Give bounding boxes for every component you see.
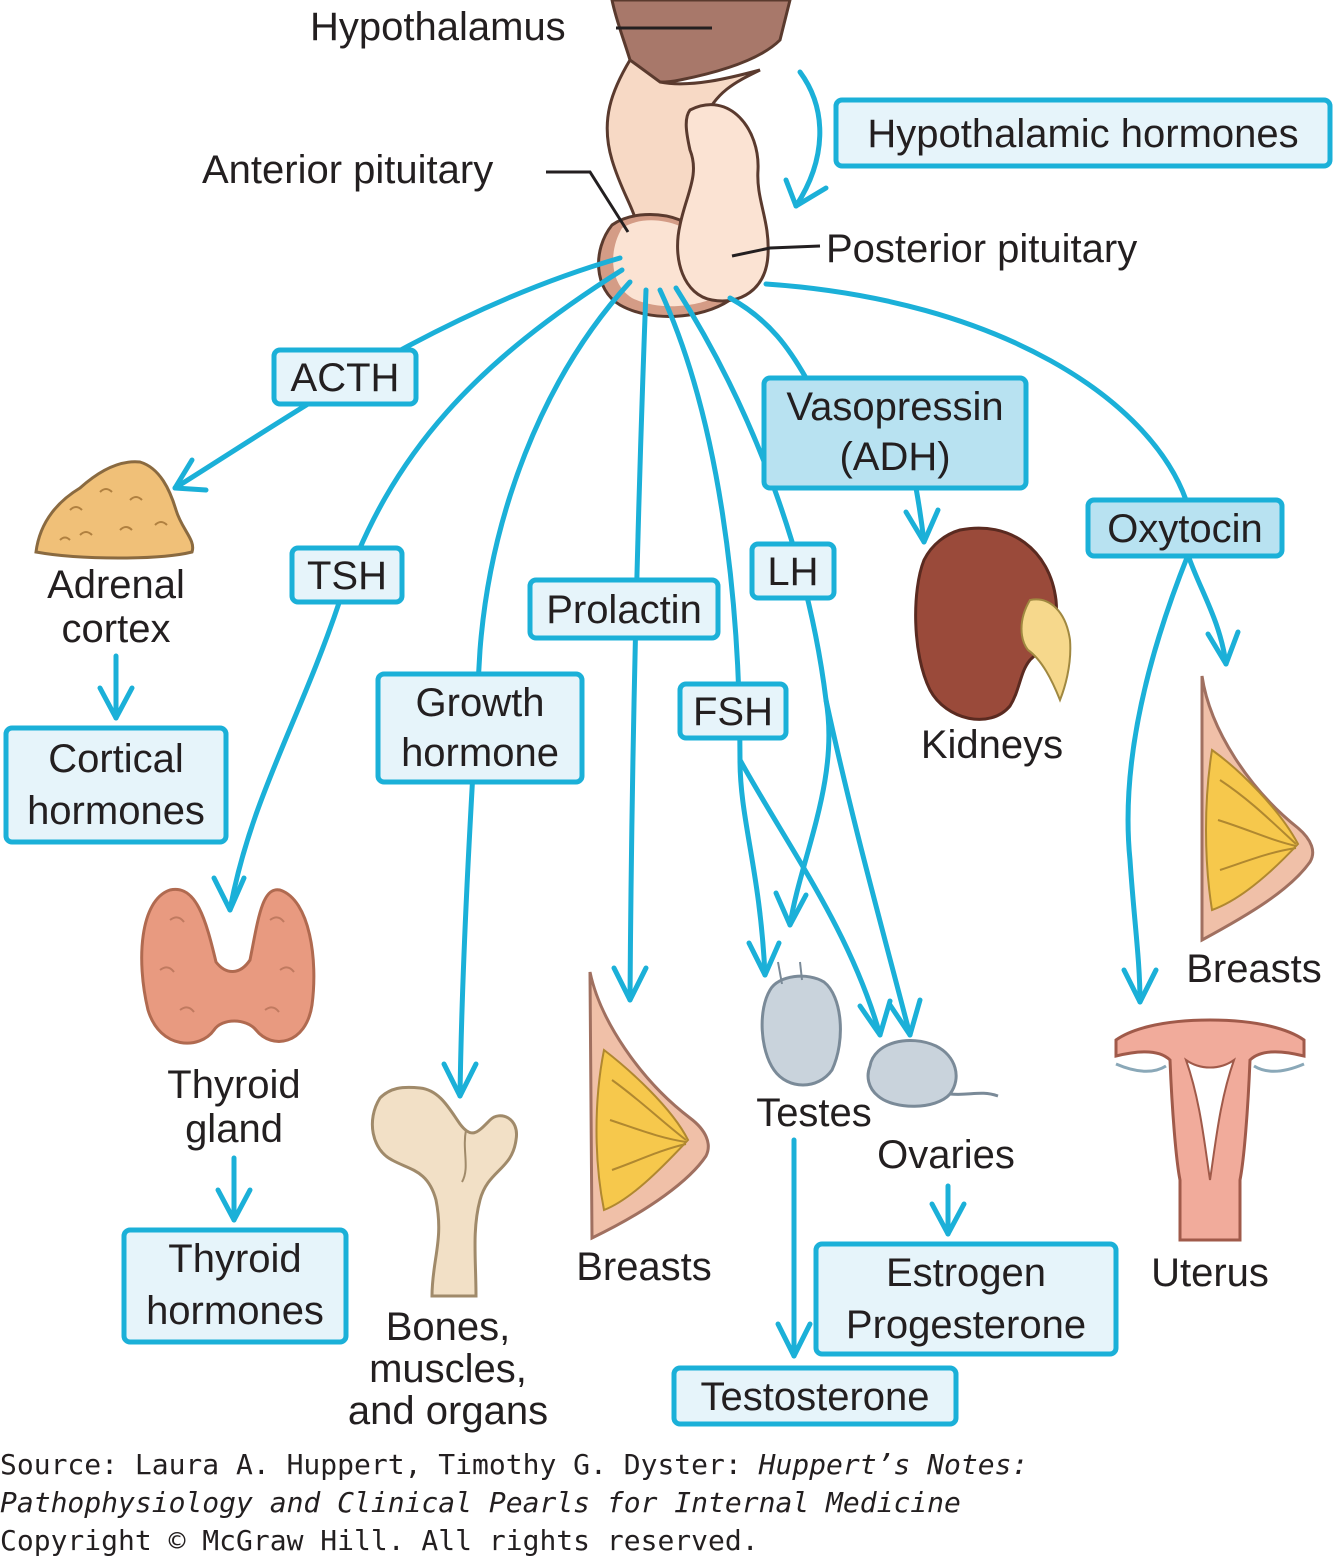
growth-hormone-box: Growth hormone	[375, 671, 585, 785]
growth-hormone-arrow	[457, 279, 633, 1099]
thyroid-illustration	[140, 887, 316, 1045]
pituitary-illustration	[597, 0, 792, 318]
oxytocin-uterus-arrow	[1125, 552, 1191, 1005]
posterior-pituitary-shape	[676, 103, 770, 303]
growth-hormone-arrowhead	[441, 1061, 479, 1099]
cortical-label-1: Cortical	[48, 737, 184, 781]
prolactin-label: Prolactin	[546, 588, 702, 632]
fsh-box: FSH	[677, 681, 789, 741]
thyroid-hormones-arrowhead	[215, 1187, 253, 1223]
thyroid-label-2: gland	[185, 1107, 283, 1151]
acth-label: ACTH	[291, 356, 400, 400]
adrenal-label-2: cortex	[62, 607, 171, 651]
hypothalamic-hormones-arrow	[793, 69, 823, 209]
hypothalamic-hormones-label: Hypothalamic hormones	[867, 112, 1298, 156]
growth-hormone-label-1: Growth	[416, 681, 545, 725]
lh-ovaries-arrow	[823, 697, 913, 1038]
testes-label: Testes	[756, 1091, 872, 1135]
vasopressin-kidney-arrowhead	[903, 507, 941, 545]
bones-label-2: muscles,	[369, 1347, 527, 1391]
estrogen-box: Estrogen Progesterone	[813, 1241, 1119, 1357]
hypothalamus-label: Hypothalamus	[310, 5, 566, 49]
hypothalamic-hormones-arrowhead	[783, 177, 829, 209]
adrenal-label-1: Adrenal	[47, 563, 185, 607]
posterior-pituitary-leader	[731, 244, 821, 258]
estrogen-arrowhead	[929, 1201, 967, 1237]
thyroid-label-1: Thyroid	[167, 1063, 300, 1107]
prolactin-arrowhead	[611, 965, 649, 1003]
growth-hormone-label-2: hormone	[401, 731, 559, 775]
prolactin-box: Prolactin	[527, 577, 721, 641]
uterus-illustration	[1114, 1018, 1306, 1242]
oxytocin-breast-arrowhead	[1205, 629, 1241, 667]
bones-label-3: and organs	[348, 1389, 548, 1433]
lh-label: LH	[767, 550, 818, 594]
vasopressin-arrow	[727, 295, 809, 381]
anterior-pituitary-label: Anterior pituitary	[202, 148, 493, 192]
kidney-illustration	[914, 526, 1072, 721]
source-title-1: Huppert’s Notes:	[758, 1448, 1029, 1481]
breast-right-illustration	[1200, 675, 1315, 943]
oxytocin-box: Oxytocin	[1085, 497, 1285, 559]
bones-label-1: Bones,	[386, 1305, 511, 1349]
source-title-2: Pathophysiology and Clinical Pearls for …	[0, 1486, 961, 1519]
vasopressin-label-1: Vasopressin	[786, 385, 1003, 429]
ovaries-illustration	[866, 1038, 999, 1108]
posterior-pituitary-label: Posterior pituitary	[826, 227, 1137, 271]
cortical-label-2: hormones	[27, 789, 205, 833]
anterior-pituitary-leader	[546, 170, 630, 233]
fsh-testes-arrowhead	[746, 940, 782, 978]
testosterone-box: Testosterone	[671, 1365, 959, 1427]
acth-arrowhead	[172, 457, 209, 493]
fsh-ovaries-arrow	[737, 757, 883, 1038]
thyroid-hormones-box: Thyroid hormones	[121, 1227, 349, 1345]
bone-illustration	[370, 1085, 518, 1298]
source-prefix: Source: Laura A. Huppert, Timothy G. Dys…	[0, 1448, 759, 1481]
hypothalamic-hormones-box	[833, 97, 1333, 169]
endocrine-diagram: Hypothalamus Anterior pituitary Posterio…	[3, 0, 1333, 1433]
acth-box: ACTH	[271, 347, 419, 407]
thyroid-hormones-label-2: hormones	[146, 1289, 324, 1333]
adrenal-cortical-arrowhead	[97, 685, 135, 721]
tsh-label: TSH	[307, 554, 387, 598]
tsh-arrowhead	[211, 875, 247, 913]
source-copyright: Copyright © McGraw Hill. All rights rese…	[0, 1524, 759, 1557]
breasts-right-label: Breasts	[1186, 947, 1322, 991]
oxytocin-uterus-arrowhead	[1121, 967, 1159, 1005]
lh-testes-arrowhead	[773, 890, 809, 928]
kidneys-label: Kidneys	[921, 723, 1063, 767]
prolactin-arrow	[627, 287, 649, 1003]
testes-illustration	[760, 961, 842, 1087]
oxytocin-arrow	[763, 281, 1189, 503]
breast-left-illustration	[588, 971, 710, 1241]
source-citation: Source: Laura A. Huppert, Timothy G. Dys…	[0, 1446, 1334, 1560]
source-line-1: Source: Laura A. Huppert, Timothy G. Dys…	[0, 1446, 1334, 1484]
testosterone-arrowhead	[775, 1321, 813, 1359]
cortical-hormones-box: Cortical hormones	[3, 725, 229, 845]
oxytocin-breast-arrow	[1185, 552, 1229, 667]
oxytocin-label: Oxytocin	[1107, 507, 1263, 551]
vasopressin-label-2: (ADH)	[839, 435, 950, 479]
fsh-label: FSH	[693, 690, 773, 734]
vasopressin-box: Vasopressin (ADH)	[761, 375, 1029, 491]
estrogen-label-1: Estrogen	[886, 1251, 1046, 1295]
ovaries-label: Ovaries	[877, 1133, 1015, 1177]
testosterone-label: Testosterone	[700, 1375, 929, 1419]
estrogen-label-2: Progesterone	[846, 1303, 1086, 1347]
thyroid-hormones-label-1: Thyroid	[168, 1237, 301, 1281]
lh-ovaries-arrowhead	[887, 997, 923, 1038]
lh-testes-arrow	[673, 285, 832, 928]
tsh-box: TSH	[289, 545, 405, 605]
fsh-ovaries-arrowhead	[857, 998, 893, 1038]
lh-box: LH	[749, 541, 837, 601]
uterus-label: Uterus	[1151, 1251, 1269, 1295]
adrenal-cortex-illustration	[34, 460, 195, 560]
breasts-left-label: Breasts	[576, 1245, 712, 1289]
